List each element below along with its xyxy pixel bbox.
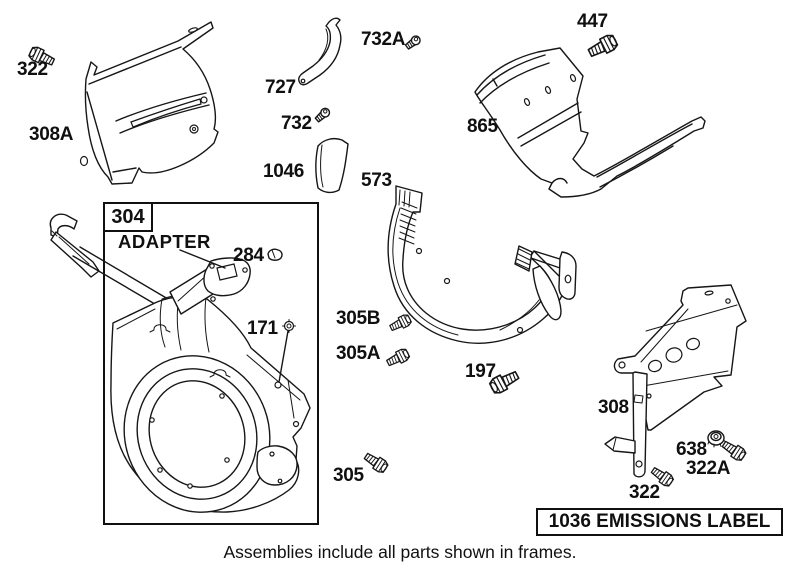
assembly-304-tag: 304 [103,202,153,232]
guard-1046-drawing [315,137,349,194]
part-label-732a: 732A [361,29,406,50]
emissions-label-box: 1036 EMISSIONS LABEL [536,508,783,536]
part-label-1046: 1046 [263,161,305,182]
part-label-308a: 308A [29,124,74,145]
part-label-322-bottom: 322 [629,482,660,503]
part-label-322a: 322A [686,458,731,479]
part-label-865: 865 [467,116,498,137]
shield-865-drawing [474,47,706,198]
screw-732-drawing [313,105,332,124]
assembly-304-frame [103,202,319,525]
nut-638-drawing [707,430,726,448]
screw-305a-drawing [384,346,412,370]
part-label-308: 308 [598,397,629,418]
emissions-label-text: 1036 EMISSIONS LABEL [548,511,771,532]
adapter-label: ADAPTER [118,231,211,252]
part-label-573: 573 [361,170,392,191]
housing-573-drawing [387,185,577,344]
part-label-305a: 305A [336,343,381,364]
diagram-caption: Assemblies include all parts shown in fr… [223,542,577,562]
part-label-638: 638 [676,439,707,460]
part-label-305b: 305B [336,308,381,329]
bolt-447-drawing [585,32,620,61]
screw-732a-drawing [403,33,423,52]
part-label-322-top-left: 322 [17,59,48,80]
part-label-727: 727 [265,77,296,98]
cover-308a-drawing [79,21,219,185]
part-label-284: 284 [233,245,264,266]
screw-305b-drawing [387,312,414,334]
part-label-197: 197 [465,361,496,382]
assembly-304-number: 304 [111,205,145,228]
part-label-732: 732 [281,113,312,134]
bracket-727-drawing [298,17,342,86]
bolt-305-drawing [361,449,391,475]
part-label-447: 447 [577,11,608,32]
part-label-171: 171 [247,318,278,339]
part-label-305: 305 [333,465,364,486]
